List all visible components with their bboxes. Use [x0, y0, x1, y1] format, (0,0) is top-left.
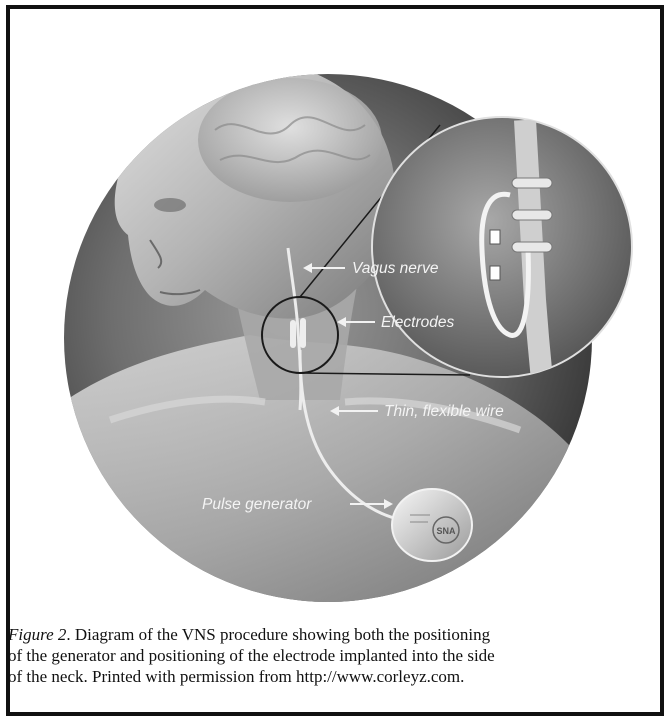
- caption-line3: of the neck. Printed with permission fro…: [8, 666, 668, 687]
- zoom-inset: [372, 117, 632, 380]
- label-electrodes: Electrodes: [381, 314, 454, 331]
- label-vagus-nerve: Vagus nerve: [352, 260, 439, 277]
- label-wire: Thin, flexible wire: [384, 403, 504, 420]
- figure-caption: Figure 2. Diagram of the VNS procedure s…: [8, 624, 668, 687]
- caption-line1: . Diagram of the VNS procedure showing b…: [66, 625, 490, 644]
- eye: [154, 198, 186, 212]
- zoom-coil-1: [512, 178, 552, 188]
- caption-figure-label: Figure 2: [8, 625, 66, 644]
- device-mark: SNA: [436, 526, 456, 536]
- label-pulse-generator: Pulse generator: [202, 496, 312, 513]
- brain: [198, 78, 382, 202]
- zoom-coil-2: [512, 210, 552, 220]
- zoom-coil-3: [512, 242, 552, 252]
- pulse-generator: SNA: [392, 489, 472, 561]
- caption-line2: of the generator and positioning of the …: [8, 645, 668, 666]
